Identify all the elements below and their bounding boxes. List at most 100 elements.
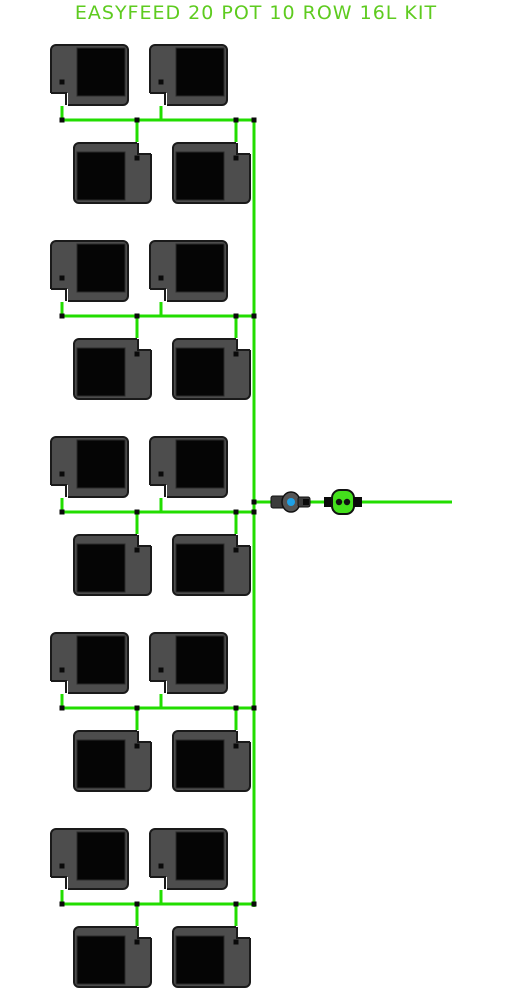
pot-cutout: [50, 485, 68, 498]
pot-19: [73, 926, 152, 988]
pot-inner: [175, 243, 225, 293]
tube-fitting: [251, 705, 257, 711]
tube-fitting: [233, 509, 239, 515]
pot-cutout: [236, 142, 251, 154]
connector-stub: [324, 497, 332, 507]
pot-inner: [76, 439, 126, 489]
pot-cutout: [50, 93, 68, 106]
tube-fitting: [59, 509, 65, 515]
connector-hole-right: [343, 498, 351, 506]
pot-inner: [175, 347, 225, 397]
pot-cutout: [149, 681, 167, 694]
pot-inner: [76, 543, 126, 593]
pot-inner: [175, 47, 225, 97]
filter-outlet: [303, 499, 309, 505]
pot-cutout-edge: [137, 339, 151, 351]
tube-fitting: [233, 547, 239, 553]
tube-fitting: [134, 901, 140, 907]
pot-cutout: [137, 142, 152, 154]
pot-inner: [76, 347, 126, 397]
pot-array: [50, 44, 251, 988]
pot-cutout-edge: [150, 92, 166, 105]
pot-cutout: [149, 93, 167, 106]
pot-cutout: [149, 485, 167, 498]
pot-cutout: [50, 289, 68, 302]
tube-fitting: [251, 313, 257, 319]
tube-fitting: [158, 275, 164, 281]
inline-filter: [270, 491, 311, 513]
tube-fitting: [59, 79, 65, 85]
pot-inner: [175, 151, 225, 201]
pot-cutout: [149, 877, 167, 890]
tube-fitting: [158, 79, 164, 85]
pot-inner: [175, 543, 225, 593]
tube-fitting: [233, 117, 239, 123]
connector-body: [331, 489, 355, 515]
pot-cutout-edge: [51, 680, 67, 693]
tube-fitting: [251, 117, 257, 123]
connector-hole-left: [335, 498, 343, 506]
pot-cutout-edge: [236, 535, 250, 547]
pot-cutout: [236, 534, 251, 546]
tube-fitting: [59, 471, 65, 477]
pot-18: [149, 828, 228, 890]
tube-fitting: [233, 705, 239, 711]
pot-cutout-edge: [137, 535, 151, 547]
pot-cutout: [236, 926, 251, 938]
quick-connector: [324, 489, 362, 515]
pot-4: [172, 142, 251, 204]
pot-cutout-edge: [150, 680, 166, 693]
tube-fitting: [59, 667, 65, 673]
pot-cutout-edge: [137, 731, 151, 743]
pot-9: [50, 436, 129, 498]
pot-inner: [175, 935, 225, 985]
tube-fitting: [134, 117, 140, 123]
pot-cutout: [137, 730, 152, 742]
pot-6: [149, 240, 228, 302]
pot-12: [172, 534, 251, 596]
tube-fitting: [59, 863, 65, 869]
pot-cutout-edge: [51, 92, 67, 105]
pot-cutout: [236, 338, 251, 350]
pot-inner: [76, 243, 126, 293]
pot-10: [149, 436, 228, 498]
tube-fitting: [233, 155, 239, 161]
tube-fitting: [134, 705, 140, 711]
pot-inner: [175, 635, 225, 685]
pot-cutout-edge: [150, 288, 166, 301]
tube-fitting: [59, 313, 65, 319]
pot-cutout-edge: [150, 484, 166, 497]
tube-fitting: [158, 863, 164, 869]
tube-fitting: [233, 901, 239, 907]
pot-cutout-edge: [51, 484, 67, 497]
tube-fitting: [59, 705, 65, 711]
pot-cutout-edge: [137, 927, 151, 939]
pot-cutout: [149, 289, 167, 302]
tube-fitting: [134, 509, 140, 515]
tube-fitting: [158, 471, 164, 477]
fittings: [59, 79, 257, 945]
tube-fitting: [134, 743, 140, 749]
filter-window: [287, 498, 295, 506]
pot-inner: [175, 831, 225, 881]
tube-fitting: [59, 275, 65, 281]
tubing-network: [60, 82, 452, 942]
pot-3: [73, 142, 152, 204]
pot-inner: [76, 935, 126, 985]
pot-16: [172, 730, 251, 792]
pot-cutout-edge: [236, 143, 250, 155]
pot-inner: [175, 439, 225, 489]
pot-2: [149, 44, 228, 106]
tube-fitting: [251, 901, 257, 907]
tube-fitting: [59, 117, 65, 123]
tube-fitting: [233, 313, 239, 319]
pot-17: [50, 828, 129, 890]
pot-cutout-edge: [51, 876, 67, 889]
tube-fitting: [233, 351, 239, 357]
tube-fitting: [134, 547, 140, 553]
pot-cutout: [50, 877, 68, 890]
pot-inner: [76, 47, 126, 97]
pot-1: [50, 44, 129, 106]
pot-cutout-edge: [51, 288, 67, 301]
